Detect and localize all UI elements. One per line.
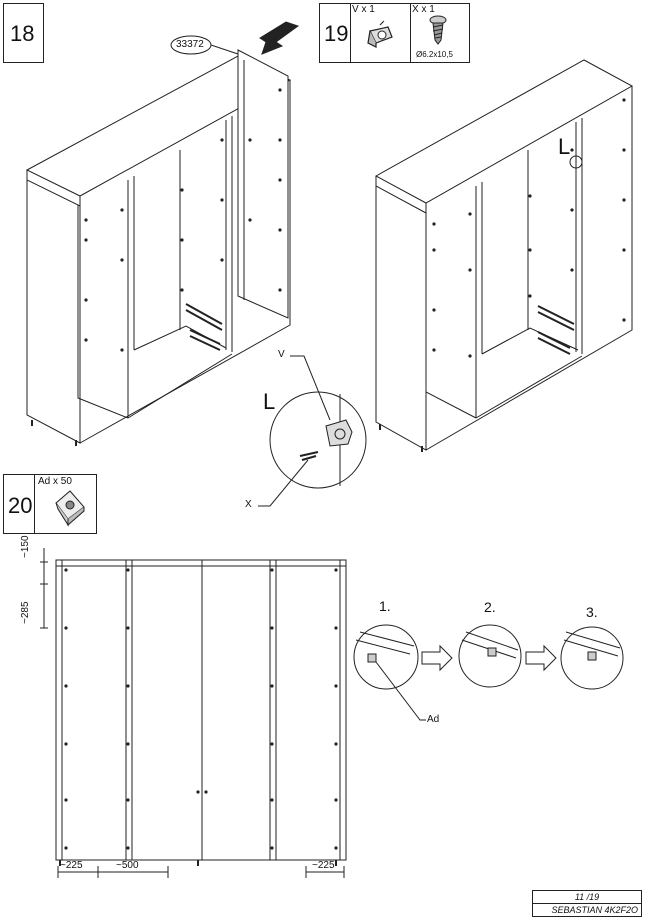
- hole-dots: [432, 98, 626, 358]
- seq-label-3: 3.: [586, 604, 598, 620]
- dimension-lines: [40, 548, 345, 878]
- seq-step2: [458, 624, 522, 688]
- side-label-right: L: [558, 134, 571, 159]
- dim-500: ~500: [116, 860, 139, 871]
- model-name: SEBASTIAN 4K2F2O: [551, 905, 638, 915]
- step-number: 19: [324, 21, 349, 46]
- step-18-box: 18: [3, 3, 44, 63]
- ad-label: Ad: [427, 714, 440, 725]
- divider: [410, 4, 411, 62]
- dim-150: ~150: [20, 535, 31, 558]
- dim-225-left: ~225: [60, 860, 83, 871]
- v-label: V: [278, 349, 285, 360]
- seq-label-2: 2.: [484, 599, 496, 615]
- arrow-icon: [525, 644, 557, 672]
- cam-detail-circle: [258, 355, 367, 507]
- screw-icon: [429, 15, 447, 45]
- divider: [350, 4, 351, 62]
- cam-lock-icon: [367, 20, 393, 48]
- seq-step3: [560, 626, 624, 690]
- cam-position-marker: [569, 155, 583, 169]
- wardrobe-front-view: [55, 559, 347, 866]
- parts-icons: [55, 490, 85, 527]
- seq-label-1: 1.: [379, 598, 391, 614]
- part-x-qty: X x 1: [412, 4, 435, 15]
- hole-dots: [84, 88, 282, 352]
- connector-dots: [64, 568, 338, 850]
- part-x-spec: Ø6.2x10,5: [416, 50, 453, 59]
- wardrobe-step18: [25, 49, 292, 446]
- step-number: 20: [8, 493, 33, 518]
- side-label-left: L: [263, 389, 276, 414]
- part-code-label: 33372: [176, 39, 204, 50]
- dim-285: ~285: [20, 601, 31, 624]
- seq-step1: [353, 624, 426, 721]
- arrow-icon: [421, 644, 453, 672]
- wardrobe-step19: [374, 59, 634, 452]
- part-ad-qty: Ad x 50: [38, 476, 72, 487]
- step-20-box: 20 Ad x 50: [3, 474, 97, 534]
- page-footer: 11 /19 SEBASTIAN 4K2F2O: [532, 890, 642, 917]
- step-number: 18: [10, 21, 35, 46]
- insert-arrow: [259, 21, 300, 55]
- parts-icons: [367, 15, 447, 48]
- connector-ad-icon: [55, 490, 85, 527]
- x-label: X: [245, 499, 252, 510]
- part-v-qty: V x 1: [352, 4, 375, 15]
- page-number: 11 /19: [533, 891, 641, 904]
- dim-225-right: ~225: [312, 860, 335, 871]
- step-19-box: 19 V x 1 X x 1 Ø6.2x10,5: [319, 3, 470, 63]
- divider: [34, 475, 35, 533]
